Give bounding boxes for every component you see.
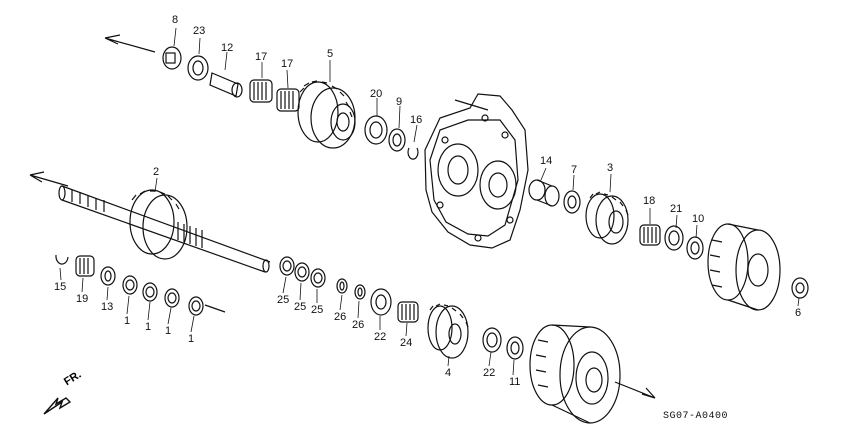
gear-5 bbox=[297, 80, 356, 149]
axis-arrow-lower bbox=[204, 304, 226, 313]
washer-1a bbox=[122, 275, 138, 295]
axis-arrow-bottom bbox=[614, 381, 656, 399]
callout-18: 18 bbox=[643, 195, 656, 207]
callout-4: 4 bbox=[445, 367, 452, 379]
washer-7 bbox=[563, 190, 581, 214]
washer-13 bbox=[100, 266, 116, 286]
washer-1b bbox=[142, 282, 158, 302]
thrust-bearing-22a bbox=[370, 288, 392, 316]
thrust-bearing-20 bbox=[364, 115, 388, 145]
gear-3 bbox=[585, 191, 629, 245]
callout-20: 20 bbox=[370, 88, 383, 100]
washer-11 bbox=[506, 336, 524, 360]
clutch-drum-lower bbox=[529, 324, 621, 424]
callout-24: 24 bbox=[400, 337, 413, 349]
callout-5: 5 bbox=[327, 48, 334, 60]
washer-10 bbox=[686, 236, 704, 260]
callout-17a: 17 bbox=[255, 51, 268, 63]
needle-bearing-17b bbox=[276, 88, 300, 112]
washer-9 bbox=[388, 128, 406, 152]
snap-ring-16 bbox=[407, 147, 419, 160]
callout-1a: 1 bbox=[124, 315, 131, 327]
callout-8: 8 bbox=[172, 14, 179, 26]
washer-25c bbox=[310, 268, 326, 288]
callout-15: 15 bbox=[54, 281, 67, 293]
axis-arrow-mid bbox=[29, 171, 69, 187]
callout-22b: 22 bbox=[483, 367, 496, 379]
washer-26a bbox=[336, 278, 348, 294]
needle-bearing-17a bbox=[249, 79, 273, 103]
gear-4 bbox=[427, 303, 469, 359]
callout-23: 23 bbox=[193, 25, 206, 37]
callout-19: 19 bbox=[76, 293, 89, 305]
callout-25c: 25 bbox=[311, 304, 324, 316]
callout-12: 12 bbox=[221, 42, 234, 54]
axis-arrow-top bbox=[104, 34, 156, 53]
washer-8 bbox=[162, 46, 182, 70]
callout-1b: 1 bbox=[145, 321, 152, 333]
transmission-case bbox=[424, 93, 529, 249]
callout-26a: 26 bbox=[334, 311, 347, 323]
thrust-bearing-21 bbox=[664, 225, 684, 251]
washer-25a bbox=[279, 256, 295, 276]
front-direction-arrow-icon bbox=[43, 397, 72, 415]
callout-1c: 1 bbox=[165, 325, 172, 337]
callout-22a: 22 bbox=[374, 331, 387, 343]
bushing-14 bbox=[528, 179, 560, 207]
bearing-23 bbox=[187, 55, 209, 81]
needle-bearing-18 bbox=[639, 224, 661, 246]
clutch-drum-upper bbox=[707, 223, 781, 311]
callout-9: 9 bbox=[396, 96, 403, 108]
diagram-code: SG07-A0400 bbox=[663, 411, 729, 422]
callout-2: 2 bbox=[153, 166, 160, 178]
washer-26b bbox=[354, 284, 366, 300]
mainshaft-2 bbox=[58, 185, 271, 273]
callout-26b: 26 bbox=[352, 319, 365, 331]
washer-1d bbox=[188, 296, 204, 316]
needle-bearing-24 bbox=[397, 301, 419, 323]
callout-14: 14 bbox=[540, 155, 553, 167]
callout-25b: 25 bbox=[294, 301, 307, 313]
callout-3: 3 bbox=[607, 162, 614, 174]
callout-17b: 17 bbox=[281, 58, 294, 70]
callout-1d: 1 bbox=[188, 333, 195, 345]
callout-6: 6 bbox=[795, 307, 802, 319]
callout-25a: 25 bbox=[277, 294, 290, 306]
snap-ring-15 bbox=[55, 254, 69, 265]
nut-6 bbox=[791, 277, 809, 299]
callout-11: 11 bbox=[509, 376, 521, 388]
thrust-bearing-22b bbox=[482, 327, 502, 353]
washer-1c bbox=[164, 288, 180, 308]
callout-13: 13 bbox=[101, 301, 114, 313]
collar-12 bbox=[209, 72, 243, 98]
callout-10: 10 bbox=[692, 213, 705, 225]
callout-21: 21 bbox=[670, 203, 683, 215]
washer-25b bbox=[294, 262, 310, 282]
leader-lines bbox=[59, 27, 800, 376]
callout-7: 7 bbox=[571, 164, 578, 176]
bearing-19 bbox=[75, 255, 95, 277]
callout-16: 16 bbox=[410, 114, 423, 126]
